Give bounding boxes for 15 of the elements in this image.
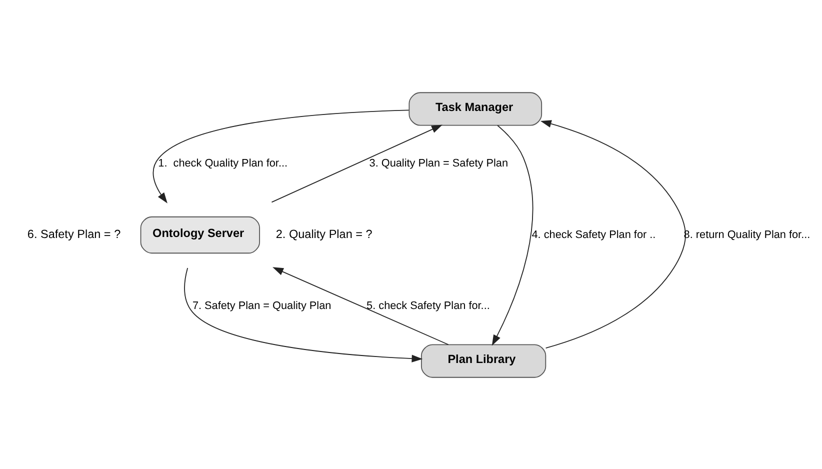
node-label: 2. Quality Plan = ? (276, 228, 372, 241)
arrow (184, 267, 423, 362)
arrow (492, 124, 534, 346)
arrow (152, 109, 410, 203)
edge-label: 7. Safety Plan = Quality Plan (192, 300, 332, 312)
node-label: 6. Safety Plan = ? (27, 228, 121, 241)
arrow (540, 120, 686, 348)
edge-label: 3. Quality Plan = Safety Plan (369, 157, 508, 170)
edge-label: 1. check Quality Plan for... (158, 157, 288, 170)
node-box: Plan Library (420, 344, 546, 378)
edge-label: 5. check Safety Plan for... (366, 300, 490, 312)
edge-label: 4. check Safety Plan for .. (532, 228, 656, 240)
arrow (271, 124, 442, 202)
node-box: Task Manager (408, 92, 542, 126)
arrow (272, 266, 449, 345)
